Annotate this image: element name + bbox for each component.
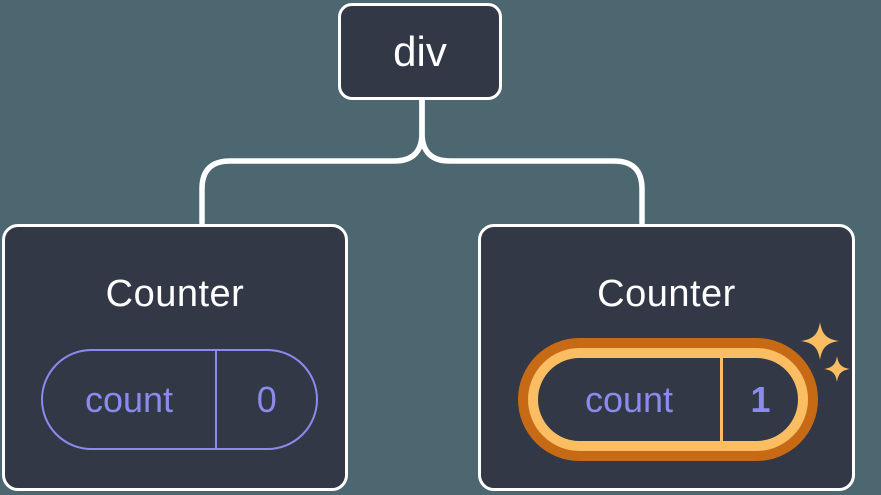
pill-divider bbox=[214, 351, 218, 448]
root-node-label: div bbox=[393, 27, 447, 75]
state-name: count bbox=[84, 378, 174, 420]
card-title: Counter bbox=[105, 273, 245, 315]
state-value: 1 bbox=[750, 378, 771, 420]
pill-divider bbox=[720, 358, 723, 441]
sparkle-icon-large bbox=[801, 322, 839, 360]
sparkles-decoration bbox=[801, 322, 850, 382]
state-name: count bbox=[584, 378, 674, 420]
card-title: Counter bbox=[597, 273, 736, 315]
counter-card-right: Counter count 1 bbox=[478, 224, 855, 491]
root-node-div: div bbox=[338, 3, 502, 100]
connector-left-branch bbox=[199, 97, 425, 226]
sparkle-icon-small bbox=[824, 356, 850, 382]
state-value: 0 bbox=[256, 378, 277, 420]
connector-right-branch bbox=[419, 97, 645, 226]
state-pill-highlighted: count 1 bbox=[528, 348, 808, 451]
state-pill: count 0 bbox=[41, 349, 318, 450]
counter-card-left: Counter count 0 bbox=[2, 224, 348, 491]
